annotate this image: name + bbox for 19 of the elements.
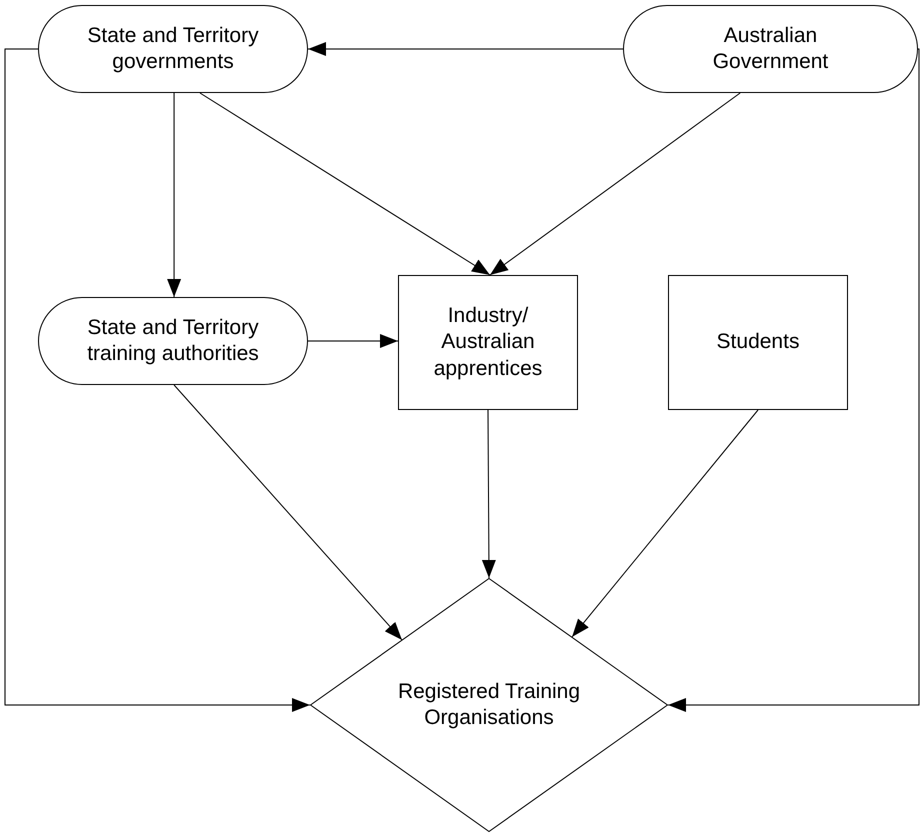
- node-label: Registered Training Organisations: [396, 678, 582, 731]
- process-box: [668, 275, 848, 410]
- node-label: State and Territory training authorities: [86, 314, 260, 367]
- process-box: [398, 275, 578, 410]
- arrow: [668, 48, 920, 712]
- arrow: [482, 410, 496, 578]
- arrow: [572, 410, 758, 638]
- arrow: [308, 42, 624, 56]
- arrow: [308, 334, 398, 348]
- node-label: Industry/ Australian apprentices: [432, 303, 544, 382]
- terminator-shape: [623, 5, 918, 93]
- node-label: Australian Government: [712, 22, 830, 75]
- node-label: Students: [716, 329, 800, 356]
- node-label: State and Territory governments: [86, 22, 260, 75]
- arrow: [4, 48, 310, 712]
- arrow: [167, 92, 182, 298]
- arrow: [200, 92, 490, 276]
- arrow: [174, 384, 402, 640]
- arrow: [489, 92, 741, 276]
